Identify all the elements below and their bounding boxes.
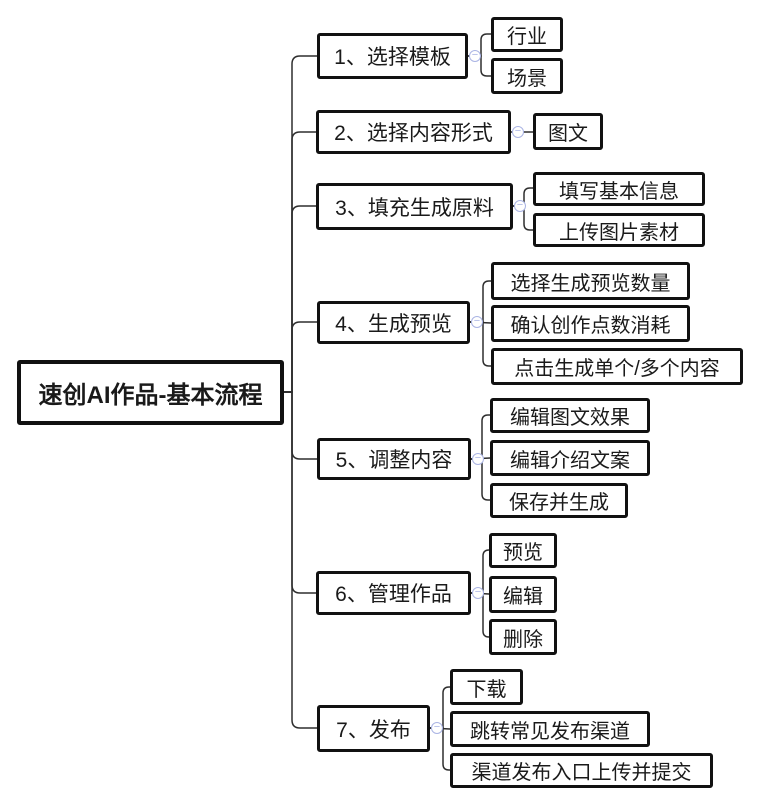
child-node-3-2[interactable]: 上传图片素材	[533, 213, 705, 247]
connector	[429, 727, 451, 771]
branch-node-2[interactable]: 2、选择内容形式	[316, 110, 511, 154]
connector	[283, 321, 318, 393]
child-node-5-1[interactable]: 编辑图文效果	[490, 398, 650, 433]
connector	[467, 33, 492, 57]
connector	[512, 187, 534, 207]
child-node-5-3[interactable]: 保存并生成	[490, 483, 628, 518]
child-node-6-2[interactable]: 编辑	[489, 576, 557, 613]
collapse-minus-icon-6[interactable]: −	[472, 587, 484, 599]
child-node-7-2[interactable]: 跳转常见发布渠道	[450, 711, 650, 747]
connector	[512, 205, 534, 231]
child-node-7-1[interactable]: 下载	[450, 669, 523, 705]
child-node-4-2[interactable]: 确认创作点数消耗	[491, 305, 690, 342]
branch-node-5[interactable]: 5、调整内容	[317, 438, 471, 480]
collapse-minus-icon-2[interactable]: −	[512, 126, 524, 138]
child-node-7-3[interactable]: 渠道发布入口上传并提交	[450, 753, 713, 788]
collapse-minus-icon-1[interactable]: −	[469, 50, 481, 62]
child-node-4-3[interactable]: 点击生成单个/多个内容	[491, 348, 743, 385]
branch-node-1[interactable]: 1、选择模板	[317, 33, 468, 79]
collapse-minus-icon-7[interactable]: −	[431, 722, 443, 734]
branch-node-6[interactable]: 6、管理作品	[316, 571, 471, 615]
child-node-6-1[interactable]: 预览	[489, 533, 557, 568]
root-node[interactable]: 速创AI作品-基本流程	[17, 360, 284, 425]
child-node-1-2[interactable]: 场景	[491, 58, 563, 94]
connector	[429, 686, 451, 729]
branch-node-3[interactable]: 3、填充生成原料	[316, 183, 513, 230]
child-node-3-1[interactable]: 填写基本信息	[533, 172, 705, 206]
branch-node-7[interactable]: 7、发布	[317, 705, 430, 752]
connector	[469, 321, 492, 367]
connector	[470, 549, 490, 594]
branch-node-4[interactable]: 4、生成预览	[317, 301, 470, 344]
child-node-2-1[interactable]: 图文	[533, 113, 603, 150]
connector	[283, 205, 317, 393]
connector	[470, 592, 490, 638]
child-node-4-1[interactable]: 选择生成预览数量	[491, 262, 690, 300]
collapse-minus-icon-3[interactable]: −	[514, 200, 526, 212]
child-node-1-1[interactable]: 行业	[491, 17, 563, 52]
child-node-5-2[interactable]: 编辑介绍文案	[490, 440, 650, 476]
connector	[283, 391, 317, 594]
connector	[467, 55, 492, 77]
connector	[283, 131, 317, 393]
connector	[470, 414, 491, 460]
connector	[283, 391, 318, 729]
collapse-minus-icon-4[interactable]: −	[471, 316, 483, 328]
connector	[470, 458, 491, 501]
connector	[469, 280, 492, 323]
connector	[283, 55, 318, 393]
collapse-minus-icon-5[interactable]: −	[472, 453, 484, 465]
connector	[283, 391, 318, 460]
child-node-6-3[interactable]: 删除	[489, 619, 557, 655]
